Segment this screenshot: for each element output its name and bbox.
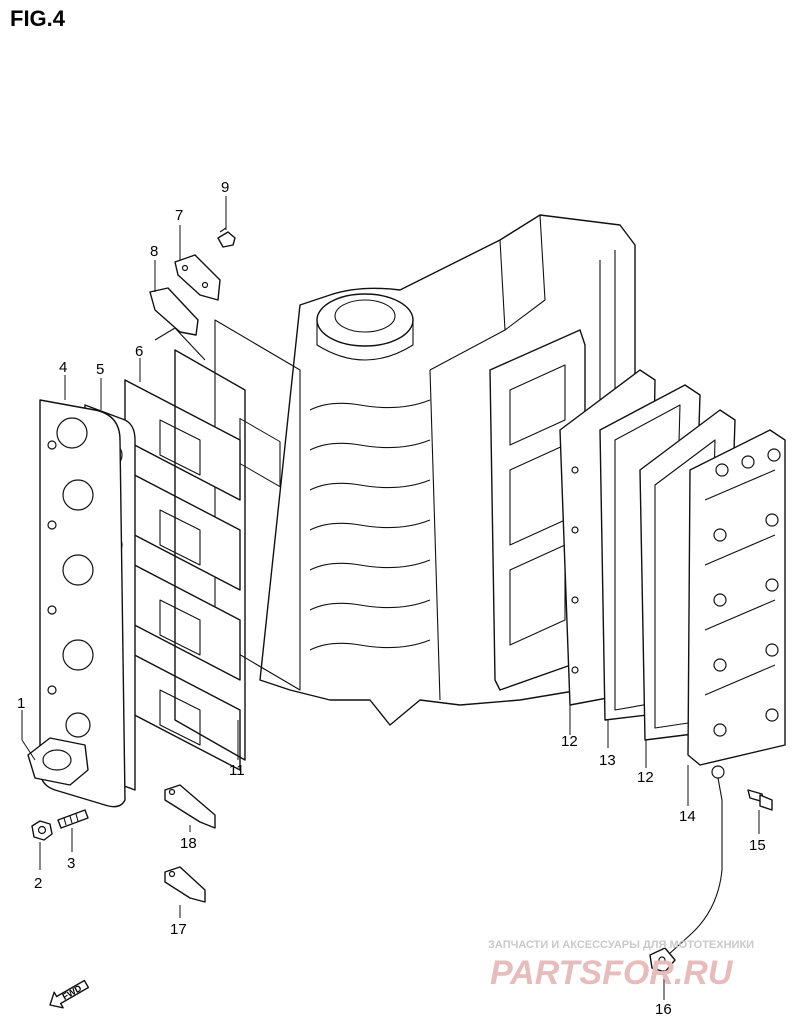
- callout-11: 11: [229, 762, 245, 779]
- watermark: ЗАПЧАСТИ И АКСЕССУАРЫ ДЛЯ МОТОТЕХНИКИ PA…: [488, 939, 754, 992]
- stud-bolt: [57, 809, 89, 829]
- callout-labels: 1 2 3 4 5 6 7 8 9 11 12 13 12 14 15 16 1…: [17, 179, 766, 1018]
- callout-18: 18: [180, 835, 197, 852]
- callout-9: 9: [221, 179, 229, 196]
- reed-petal: [149, 287, 206, 361]
- callout-13: 13: [599, 752, 616, 769]
- flange-plate: [27, 737, 89, 786]
- callout-16: 16: [655, 1001, 672, 1018]
- nut: [31, 820, 53, 841]
- callout-4: 4: [59, 359, 67, 376]
- reed-valve-stack: [124, 349, 246, 771]
- figure-title: FIG.4: [10, 6, 66, 31]
- screw: [217, 227, 236, 248]
- callout-5: 5: [96, 361, 104, 378]
- bracket-17: [164, 866, 206, 903]
- reed-stopper: [174, 254, 221, 301]
- watermark-subtitle: ЗАПЧАСТИ И АКСЕССУАРЫ ДЛЯ МОТОТЕХНИКИ: [488, 939, 754, 951]
- callout-12-right: 12: [637, 769, 654, 786]
- intake-manifold: [39, 399, 126, 808]
- exhaust-cover: [687, 429, 786, 766]
- fwd-direction-arrow: FWD: [49, 979, 90, 1009]
- bolt: [747, 789, 773, 811]
- bracket-18: [164, 784, 216, 829]
- callout-2: 2: [34, 875, 42, 892]
- ground-wire: [649, 765, 725, 973]
- callout-17: 17: [170, 921, 187, 938]
- callout-6: 6: [135, 343, 143, 360]
- callout-15: 15: [749, 837, 766, 854]
- leader-lines: [21, 196, 760, 1000]
- callout-3: 3: [67, 855, 75, 872]
- callout-12-left: 12: [561, 733, 578, 750]
- callout-8: 8: [150, 243, 158, 260]
- callout-1: 1: [17, 695, 25, 712]
- callout-14: 14: [679, 808, 696, 825]
- watermark-logo: PARTSFOR.RU: [490, 954, 734, 992]
- callout-7: 7: [175, 207, 183, 224]
